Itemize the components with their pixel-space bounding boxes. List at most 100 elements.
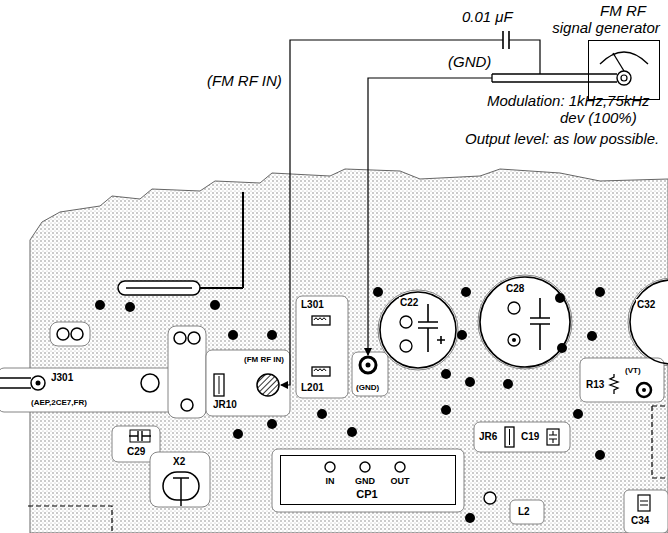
part-label: C22 bbox=[399, 297, 419, 309]
solder-dot bbox=[595, 450, 605, 460]
capacitor-plates bbox=[503, 31, 509, 49]
solder-dot bbox=[573, 409, 583, 419]
cutout bbox=[478, 275, 572, 369]
gnd-lead bbox=[368, 78, 492, 355]
capacitor-symbol bbox=[418, 304, 445, 352]
capacitor-symbol bbox=[549, 431, 557, 443]
solder-dot bbox=[95, 300, 105, 310]
capacitor-symbol bbox=[129, 431, 151, 441]
part-label: C28 bbox=[505, 283, 525, 295]
solder-dot bbox=[317, 409, 327, 419]
crystal-lead bbox=[173, 478, 189, 506]
output-jack bbox=[617, 71, 631, 85]
capacitor-outline bbox=[480, 277, 570, 367]
signal-generator: FM RF signal generator bbox=[548, 2, 664, 102]
solder-dot bbox=[267, 419, 277, 429]
solder-dot bbox=[228, 330, 238, 340]
part-label: C29 bbox=[126, 446, 146, 458]
coax-line bbox=[0, 377, 31, 379]
oval-pad-line bbox=[126, 287, 192, 289]
pin-pad bbox=[325, 462, 335, 472]
open-pad bbox=[141, 374, 159, 392]
region-label: (AEP,2CE7,FR) bbox=[30, 398, 88, 408]
coax-cable bbox=[492, 74, 617, 82]
inductor-symbol bbox=[312, 367, 330, 376]
j301-pad-hole bbox=[36, 381, 41, 386]
jumper-symbol bbox=[219, 376, 220, 394]
pad bbox=[181, 399, 193, 411]
cutout bbox=[624, 490, 668, 533]
part-label: C19 bbox=[520, 431, 540, 443]
solder-dot bbox=[267, 330, 277, 340]
double-pad bbox=[188, 332, 200, 344]
cutout bbox=[206, 350, 290, 416]
gnd-pad bbox=[360, 357, 376, 373]
generator-housing bbox=[588, 40, 660, 100]
note-text: Modulation: 1kHz,75kHz dev (100%) bbox=[487, 92, 665, 126]
pin-pad bbox=[360, 462, 370, 472]
capacitor-lead bbox=[400, 340, 412, 352]
double-pad bbox=[71, 328, 83, 340]
gnd-pad-hole bbox=[366, 363, 371, 368]
solder-dots bbox=[95, 287, 605, 523]
j301-pad bbox=[31, 376, 45, 390]
part-label: L201 bbox=[300, 382, 325, 394]
capacitor-symbol bbox=[530, 298, 550, 350]
solder-dot bbox=[503, 379, 513, 389]
resistor-symbol bbox=[610, 374, 618, 394]
solder-dot bbox=[465, 377, 475, 387]
meter-scale bbox=[600, 52, 648, 64]
center-lead bbox=[509, 40, 540, 74]
solder-dot bbox=[373, 287, 383, 297]
jumper-symbol bbox=[214, 374, 224, 396]
inductor-symbol bbox=[314, 369, 326, 371]
cutout bbox=[272, 449, 464, 512]
capacitor-lead bbox=[508, 302, 520, 314]
cutout bbox=[474, 422, 570, 452]
ground-plane bbox=[30, 169, 668, 533]
dashed-outline bbox=[652, 406, 668, 478]
part-label: R13 bbox=[585, 379, 605, 391]
inductor-symbol bbox=[314, 318, 326, 320]
capacitor-symbol bbox=[640, 501, 648, 505]
capacitor-outline bbox=[630, 280, 668, 364]
part-label: L301 bbox=[300, 299, 325, 311]
solder-dot bbox=[457, 330, 467, 340]
cutout bbox=[50, 322, 90, 346]
capacitor-symbol bbox=[638, 495, 650, 511]
capacitor-symbol bbox=[547, 429, 559, 445]
point-label: (GND) bbox=[355, 383, 380, 393]
fm-rf-in-lead bbox=[281, 40, 503, 385]
jumper-symbol bbox=[505, 427, 514, 447]
capacitor-value: 0.01 μF bbox=[462, 8, 513, 25]
part-label: JR10 bbox=[212, 399, 238, 411]
solder-dot bbox=[461, 287, 471, 297]
capacitor-lead bbox=[508, 334, 520, 346]
capacitor-lead bbox=[400, 316, 412, 328]
part-label: C32 bbox=[636, 299, 656, 311]
solder-dot bbox=[347, 427, 357, 437]
solder-dot bbox=[465, 513, 475, 523]
meter-needle bbox=[613, 53, 624, 71]
cutout bbox=[168, 326, 206, 418]
inductor-symbol bbox=[312, 316, 330, 325]
double-pad bbox=[174, 332, 186, 344]
oval-pad bbox=[118, 281, 200, 295]
part-label: J301 bbox=[50, 372, 74, 384]
capacitor-symbol bbox=[130, 430, 150, 442]
cutout bbox=[580, 358, 664, 402]
cutout bbox=[296, 296, 348, 398]
part-label: X2 bbox=[172, 456, 186, 468]
point-label: (FM RF IN) bbox=[207, 72, 282, 89]
cutout bbox=[150, 452, 210, 507]
cutout bbox=[628, 278, 668, 366]
solder-dot bbox=[210, 300, 220, 310]
pin-name: OUT bbox=[391, 476, 410, 486]
solder-dot bbox=[595, 287, 605, 297]
copper-cutouts bbox=[0, 275, 668, 533]
connector-block: INGNDOUTCP1 bbox=[280, 455, 456, 505]
point-label: (GND) bbox=[448, 53, 491, 70]
